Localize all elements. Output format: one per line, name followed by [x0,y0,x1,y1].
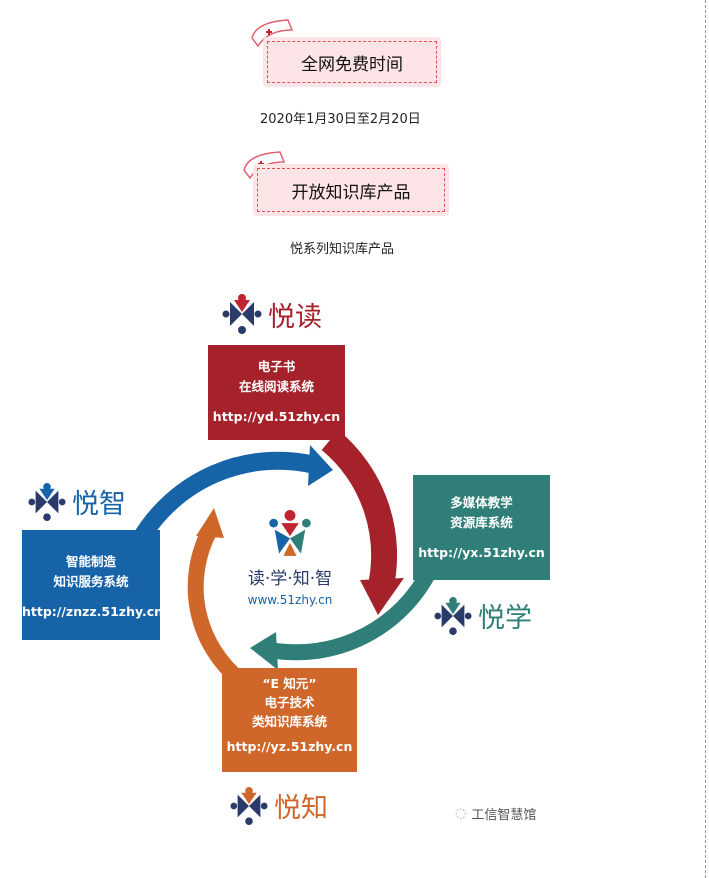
series-caption: 悦系列知识库产品 [290,242,395,257]
open-products-tag: 开放知识库产品 [253,164,449,216]
brand-read: 悦读 [222,294,322,334]
wechat-icon: ◌ [455,806,467,821]
center-title: 读·学·知·智 [247,569,333,589]
read-arc [321,430,398,593]
smart-arrowhead [308,445,333,486]
learn-line2: 资源库系统 [450,515,513,530]
read-box: 电子书 在线阅读系统 http://yd.51zhy.cn [208,345,345,440]
smart-line1: 智能制造 [65,554,116,569]
watermark-label: 工信智慧馆 [471,808,537,823]
smart-url: http://znzz.51zhy.cn [22,604,164,619]
know-line0: “E 知元” [262,676,317,691]
learn-arc [268,566,438,661]
brand-learn-label: 悦学 [478,603,532,634]
know-box: “E 知元” 电子技术 类知识库系统 http://yz.51zhy.cn [222,668,357,772]
know-line1: 电子技术 [264,695,315,710]
smart-line2: 知识服务系统 [53,574,129,589]
brand-learn: 悦学 [434,596,532,635]
read-line1: 电子书 [257,359,296,374]
watermark: ◌ 工信智慧馆 [455,804,536,823]
brand-know-label: 悦知 [274,793,328,824]
page-edge-divider [705,0,706,878]
center-url: www.51zhy.cn [247,593,333,607]
brand-know: 悦知 [230,786,328,825]
read-arrowhead [360,578,404,615]
logo-icon [230,786,268,825]
learn-line1: 多媒体教学 [450,495,513,510]
know-url: http://yz.51zhy.cn [226,739,353,754]
smart-box: 智能制造 知识服务系统 http://znzz.51zhy.cn [22,530,164,640]
learn-box: 多媒体教学 资源库系统 http://yx.51zhy.cn [413,475,550,580]
brand-smart: 悦智 [28,482,126,521]
know-arc [187,526,246,687]
center-hub: 读·学·知·智 www.51zhy.cn [220,510,360,607]
free-period-label: 全网免费时间 [267,41,437,83]
know-line2: 类知识库系统 [251,714,327,729]
know-arrowhead [196,508,224,538]
logo-icon [28,482,66,521]
brand-smart-label: 悦智 [72,489,126,520]
smart-arc [132,451,318,545]
nurse-cap-icon [251,19,294,48]
read-url: http://yd.51zhy.cn [212,409,341,424]
date-range-text: 2020年1月30日至2月20日 [260,112,421,127]
learn-url: http://yx.51zhy.cn [418,545,545,560]
center-logo-icon [269,510,311,556]
open-products-label: 开放知识库产品 [257,168,445,212]
read-line2: 在线阅读系统 [238,379,314,394]
logo-icon [222,294,262,334]
logo-icon [434,596,472,635]
learn-arrowhead [250,632,278,670]
brand-read-label: 悦读 [268,301,322,333]
free-period-tag: 全网免费时间 [263,37,441,87]
